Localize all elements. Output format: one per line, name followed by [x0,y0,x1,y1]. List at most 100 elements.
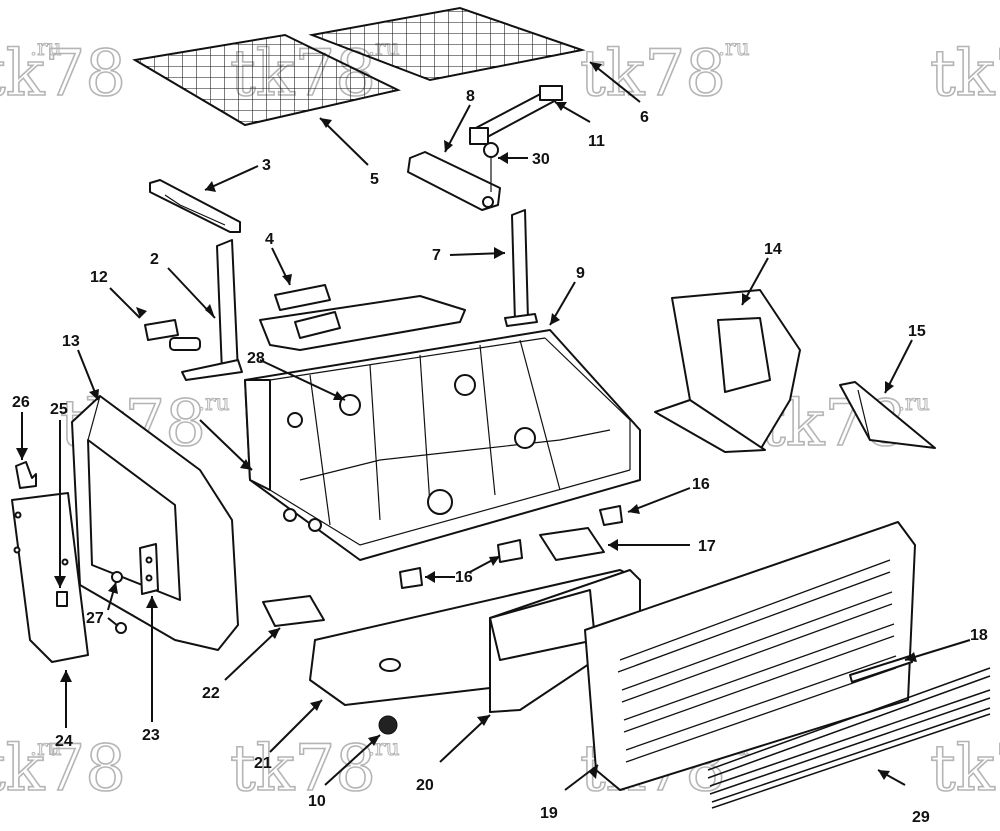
callout-24: 24 [55,733,73,750]
svg-text:.ru: .ru [198,391,230,416]
callout-4: 4 [265,231,274,248]
callout-20: 20 [416,777,434,794]
arrowhead [205,304,215,318]
part-27-bolts [111,571,127,634]
part-29-rods [707,667,991,809]
arrowhead [628,504,640,514]
part-18-rod [849,655,913,683]
part-26-clip [15,461,37,489]
part-7-post [504,209,538,327]
part-20-housing [489,569,641,713]
callout-18: 18 [970,627,988,644]
arrowhead [498,152,508,164]
arrowhead [550,313,560,325]
arrowhead [425,571,435,583]
watermark: tk78 [929,731,1000,807]
part-17-plate [539,527,605,561]
callout-29: 29 [912,809,930,826]
arrowhead [589,765,598,779]
arrowhead [108,582,118,594]
leader-19 [564,764,599,791]
arrowhead [444,140,453,152]
svg-text:tk78: tk78 [230,732,376,806]
arrowhead [368,735,380,746]
arrowhead [878,770,890,780]
arrowhead [742,293,751,305]
callout-25: 25 [50,401,68,418]
part-8-bar [407,151,501,211]
arrowhead [205,181,216,192]
leader-10 [324,734,381,786]
callout-3: 3 [262,157,271,174]
leader-28 [259,359,346,401]
part-14-seat-shell [654,289,801,453]
part-16-clip-mid [497,539,523,563]
arrowhead [608,539,618,551]
part-2-post [181,239,243,381]
callout-11: 11 [588,133,605,150]
part-11-strap [469,85,563,145]
callout-19: 19 [540,805,558,822]
arrowhead [310,700,322,711]
arrowhead [282,274,292,285]
leader-18 [904,639,971,661]
arrowhead [489,556,500,566]
part-16-clip-left [399,567,423,589]
arrowhead [494,247,505,259]
svg-text:tk78: tk78 [0,37,126,111]
callout-22: 22 [202,685,220,702]
callout-30: 30 [532,151,550,168]
callout-17: 17 [698,538,716,555]
callout-14: 14 [764,241,782,258]
watermark: tk78.ru [229,731,400,807]
arrowhead [136,307,147,318]
watermark: tk78 [929,36,1000,112]
callout-9: 9 [576,265,585,282]
svg-text:tk78: tk78 [0,732,126,806]
leader-22 [224,627,281,681]
part-30-eyebolt [483,142,499,192]
callout-6: 6 [640,109,649,126]
leader-5 [319,117,369,166]
callout-2: 2 [150,251,159,268]
leader-frame [199,419,253,471]
svg-text:.ru: .ru [30,36,62,61]
svg-text:.ru: .ru [718,36,750,61]
part-24-door [11,492,89,663]
leader-16a [627,487,691,513]
part-12-pin [144,319,201,351]
svg-text:tk78: tk78 [930,732,1000,806]
part-10-grommet [378,715,398,735]
arrowhead [555,102,567,111]
part-5-mesh-panel [132,33,401,127]
callout-8: 8 [466,88,475,105]
part-22-plate [262,595,325,627]
callout-10: 10 [308,793,326,810]
part-9-main-frame [244,329,641,561]
callout-21: 21 [254,755,272,772]
arrowhead [60,670,72,682]
part-3-bracket [149,179,241,233]
part-16-clip-right [599,505,623,526]
callout-7: 7 [432,247,441,264]
watermark: tk78.ru [0,36,127,112]
arrowhead [905,652,917,662]
leader-21 [269,699,323,753]
arrowhead [333,391,345,400]
part-6-mesh-panel [308,6,586,82]
part-4-plate [259,284,466,351]
arrowhead [590,62,602,72]
callout-12: 12 [90,269,108,286]
parts [11,6,991,809]
svg-text:tk78: tk78 [580,37,726,111]
arrowhead [89,389,99,400]
arrowhead [16,448,28,460]
callout-16-left: 16 [455,569,473,586]
callout-labels: 2 3 4 5 6 7 8 9 10 11 12 13 14 15 16 16 … [12,88,988,826]
svg-text:.ru: .ru [30,736,62,761]
svg-text:.ru: .ru [898,391,930,416]
callout-28: 28 [247,350,265,367]
arrowhead [146,596,158,608]
